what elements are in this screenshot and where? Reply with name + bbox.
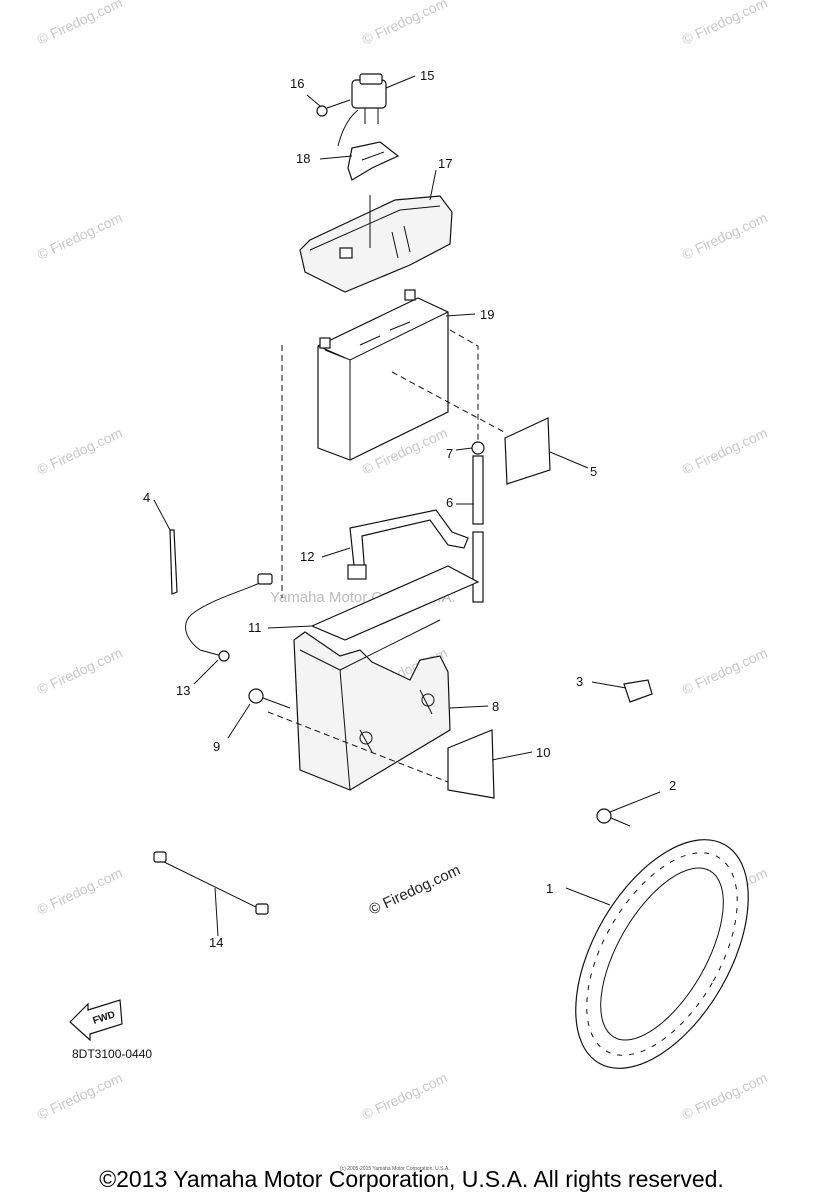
part-10-plate: [447, 729, 495, 799]
part-19-battery: [317, 289, 449, 461]
part-number-13: 13: [176, 683, 190, 698]
part-number-7: 7: [446, 446, 453, 461]
watermark: © Firedog.com: [35, 644, 125, 697]
watermark: © Firedog.com: [680, 644, 770, 697]
watermark: © Firedog.com: [35, 0, 125, 48]
part-12-band: [347, 509, 469, 580]
part-17-battery-cover: [299, 195, 453, 293]
part-number-17: 17: [438, 156, 452, 171]
center-watermark: © Firedog.com: [367, 862, 464, 919]
part-number-3: 3: [576, 674, 583, 689]
part-number-4: 4: [143, 490, 150, 505]
watermark: © Firedog.com: [680, 424, 770, 477]
diagram-code: 8DT3100-0440: [72, 1047, 152, 1061]
alignment-lines: [267, 329, 505, 783]
part-14-wire: [153, 851, 269, 915]
part-number-18: 18: [296, 151, 310, 166]
part-16-screw: [316, 99, 351, 117]
watermark: © Firedog.com: [680, 209, 770, 262]
part-number-2: 2: [669, 778, 676, 793]
part-4-strip: [169, 529, 178, 595]
fwd-arrow-icon: FWD: [69, 999, 123, 1042]
part-number-15: 15: [420, 68, 434, 83]
leader-lines: [153, 75, 661, 937]
watermark: © Firedog.com: [35, 424, 125, 477]
part-11-plate: [310, 565, 480, 641]
part-number-12: 12: [300, 549, 314, 564]
watermark: © Firedog.com: [680, 1069, 770, 1122]
part-number-1: 1: [546, 881, 553, 896]
watermark: © Firedog.com: [680, 0, 770, 48]
watermark: © Firedog.com: [360, 0, 450, 48]
watermark: © Firedog.com: [360, 1069, 450, 1122]
part-number-labels: 1 2 3 4 5 6 7 8 9 10 11 12 13 14 15 16 1…: [143, 68, 676, 950]
part-5-label: [504, 417, 551, 485]
part-number-6: 6: [446, 495, 453, 510]
part-number-9: 9: [213, 739, 220, 754]
part-number-11: 11: [248, 620, 262, 635]
part-13-lead: [185, 573, 273, 662]
part-number-14: 14: [209, 935, 223, 950]
part-number-10: 10: [536, 745, 550, 760]
part-6-breather-pipe: [472, 455, 484, 603]
watermark: © Firedog.com: [35, 864, 125, 917]
part-2-bolt: [596, 808, 631, 827]
part-number-8: 8: [492, 699, 499, 714]
watermark: © Firedog.com: [35, 1069, 125, 1122]
part-8-battery-box: [293, 619, 451, 791]
part-number-19: 19: [480, 307, 494, 322]
part-7-clamp: [471, 441, 485, 455]
part-number-16: 16: [290, 76, 304, 91]
watermark: © Firedog.com: [35, 209, 125, 262]
part-18-bracket: [347, 141, 400, 181]
copyright-notice: ©2013 Yamaha Motor Corporation, U.S.A. A…: [99, 1166, 724, 1192]
part-number-5: 5: [590, 464, 597, 479]
part-15-relay: [337, 73, 387, 147]
tiny-notice: (c) 2005-2015 Yamaha Motor Corporation, …: [340, 1166, 450, 1172]
part-3-clip: [623, 679, 653, 703]
part-1-rotor: [575, 839, 749, 1069]
part-9-bolt: [248, 688, 291, 709]
